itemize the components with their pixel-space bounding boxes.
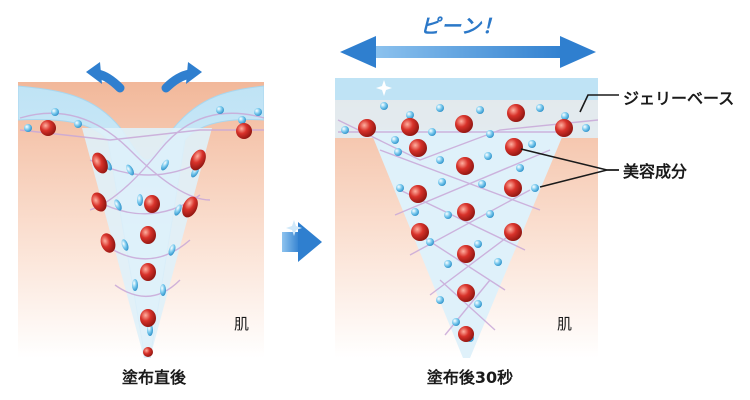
double-arrow-icon [340, 36, 596, 68]
skin-label-before: 肌 [234, 315, 250, 333]
cosmetic-ingredient-callout: 美容成分 [623, 162, 688, 181]
right-arrow-icon [282, 220, 322, 262]
caption-after: 塗布後30秒 [426, 368, 514, 387]
jelly-base-callout: ジェリーベース [623, 89, 735, 108]
red-particles-after [358, 104, 573, 342]
stretch-label: ピーン！ [420, 14, 503, 38]
up-right-arrow-icon [161, 62, 202, 93]
blue-particles-after [341, 102, 590, 342]
callout-lines [520, 94, 619, 188]
jelly-top-after [335, 78, 598, 100]
up-left-arrow-icon [86, 62, 125, 93]
panel-before [18, 82, 264, 358]
panel-after [335, 78, 598, 358]
caption-before: 塗布直後 [121, 368, 186, 387]
red-particles-before [40, 120, 252, 357]
sparkle-icon [376, 80, 392, 96]
skin-label-after: 肌 [557, 315, 573, 333]
